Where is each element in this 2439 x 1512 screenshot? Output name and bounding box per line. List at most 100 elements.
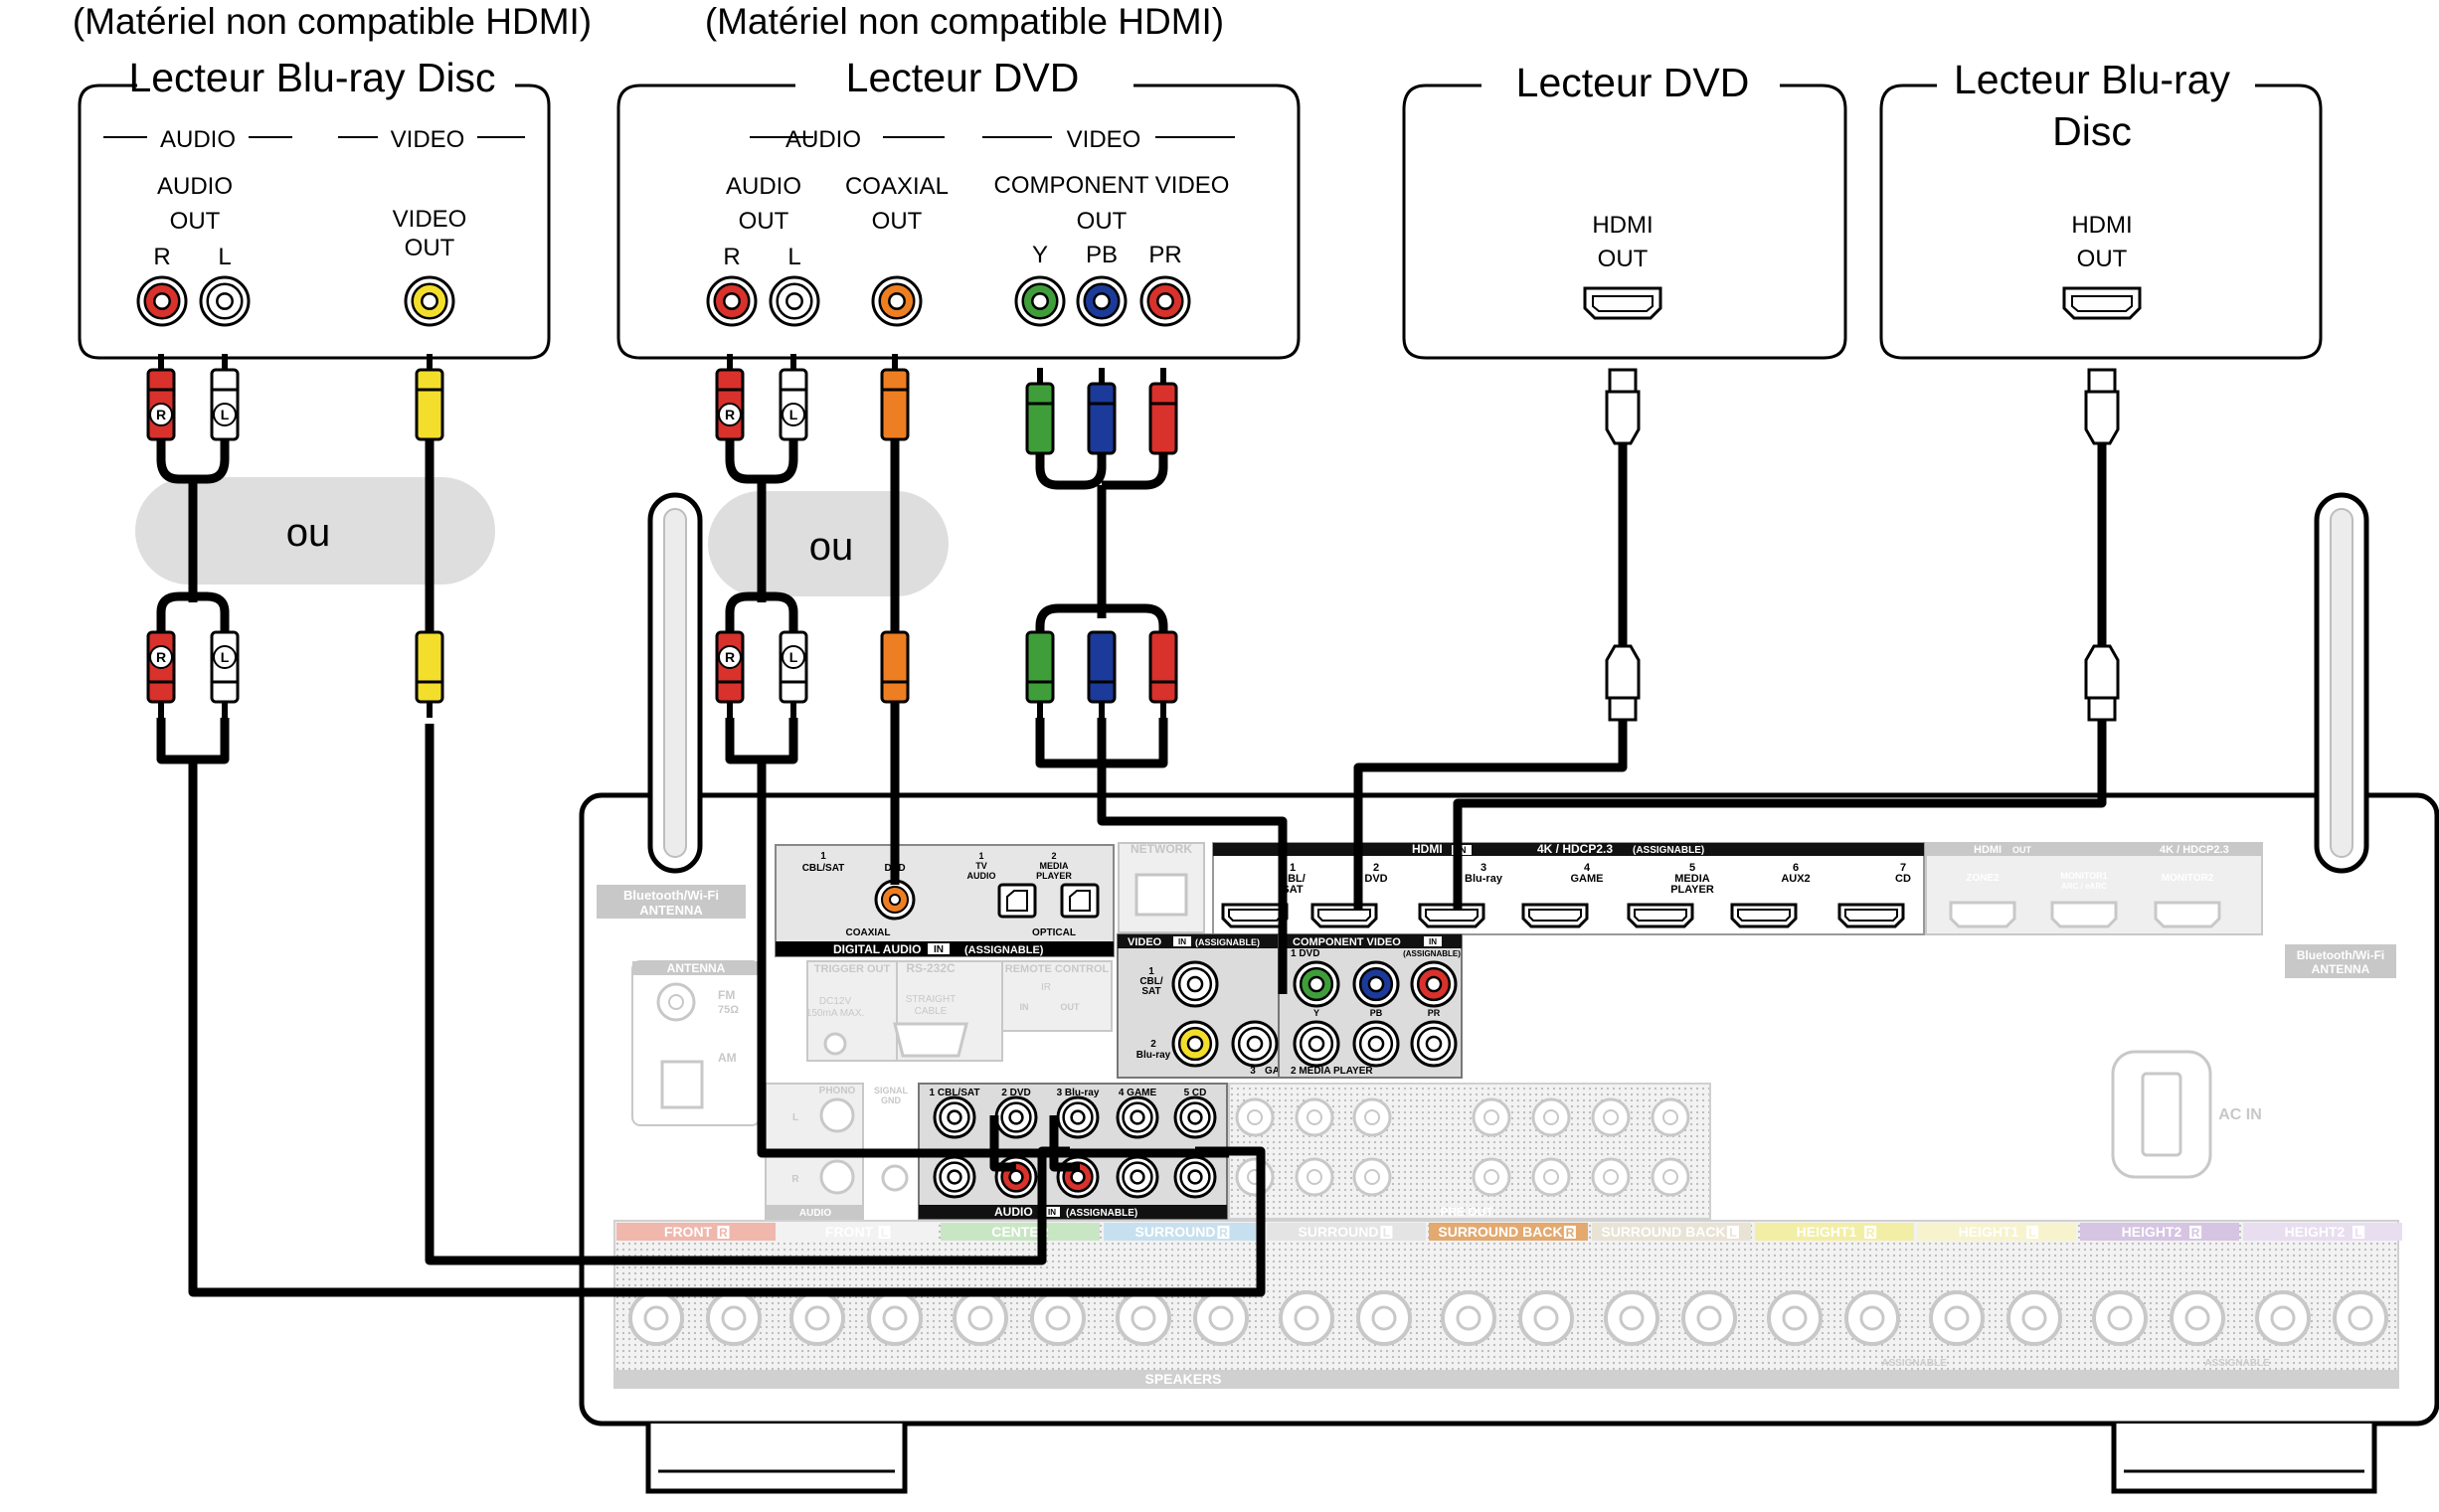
speaker-terminal-icon	[2333, 1290, 2388, 1346]
speaker-side-4: R	[1219, 1226, 1228, 1240]
av-receiver: Bluetooth/Wi-Fi ANTENNA Bluetooth/Wi-Fi …	[579, 492, 2439, 1494]
speaker-terminal-icon	[1441, 1290, 1496, 1346]
hdmi-out-monitor2: MONITOR2	[2162, 873, 2214, 884]
phono-audio-label: AUDIO	[799, 1208, 831, 1219]
dvd-coaxial-1: COAXIAL	[845, 173, 949, 200]
hdmi-port-icon	[1730, 903, 1798, 928]
ac-in-label: AC IN	[2218, 1106, 2262, 1123]
receiver-foot-left	[645, 1424, 908, 1494]
component-in-assignable: (ASSIGNABLE)	[1403, 949, 1461, 958]
dvd1-component-run	[1035, 718, 1288, 994]
bluray-note: (Matériel non compatible HDMI)	[73, 1, 592, 42]
hdmi-port-icon	[1837, 903, 1905, 928]
cables	[156, 412, 2107, 1297]
rca-plug-icon: R	[146, 630, 176, 718]
hdmi-port-icon	[1583, 286, 1662, 320]
rca-jack-icon	[1139, 275, 1191, 327]
or-bubble-2: ou	[708, 491, 949, 596]
speaker-section-label-2: FRONT	[825, 1224, 874, 1240]
rca-jack-icon	[706, 275, 758, 327]
phono-r: R	[791, 1174, 799, 1185]
dvd-component-2: OUT	[1077, 208, 1128, 235]
dvd2-hdmi-cable-run	[1353, 720, 1628, 911]
speaker-section-label-5: SURROUND	[1299, 1224, 1379, 1240]
rca-plug-icon	[1025, 630, 1055, 718]
rs232c-title: RS-232C	[906, 961, 956, 975]
speaker-section-label-3: CENTER	[991, 1224, 1049, 1240]
remote-control-title: REMOTE CONTROL	[1005, 963, 1110, 975]
hdmi-in-title: HDMI	[1412, 842, 1443, 856]
speaker-side-9: L	[2028, 1226, 2035, 1240]
hdmi-in-label-1: SAT	[1282, 884, 1303, 896]
dig-in-1-name: CBL/SAT	[802, 863, 845, 874]
audio-in-label-1: 1 CBL/SAT	[930, 1088, 980, 1098]
rca-plug-icon: L	[779, 354, 808, 441]
dig-in-1-num: 1	[820, 851, 826, 862]
hdmi-out-zone2: ZONE2	[1966, 873, 2000, 884]
dvd-r: R	[723, 244, 740, 270]
video-in-2-num: 2	[1150, 1039, 1156, 1050]
rca-plug-icon	[1087, 368, 1117, 455]
pre-out-jack	[1295, 1097, 1334, 1197]
speaker-terminal-icon	[867, 1290, 923, 1346]
speaker-section-label-7: SURROUND BACK	[1601, 1224, 1725, 1240]
component-1-pr-jack	[1410, 960, 1458, 1008]
hdmi-plug-icon	[2084, 644, 2120, 722]
dig-in-4-name1: MEDIA	[1040, 861, 1070, 871]
dvd-player-hdmi: Lecteur DVD HDMI OUT	[1402, 60, 1847, 360]
rca-plug-icon: R	[715, 630, 745, 718]
hdmi-port-icon	[1221, 903, 1289, 928]
rca-plug-icon: R	[146, 354, 176, 441]
rca-plug-icon: L	[779, 630, 808, 718]
audio-in-label-4: 4 GAME	[1119, 1088, 1157, 1098]
audio-in-l-jack-2	[994, 1095, 1038, 1139]
bd2-hdmi-label2: OUT	[2077, 246, 2128, 272]
coaxial-port-label: COAXIAL	[846, 927, 891, 938]
antenna-fm: FM	[718, 988, 735, 1002]
rca-jack-icon	[871, 275, 923, 327]
dvd-audio-header: AUDIO	[785, 126, 861, 153]
hdmi-plug-icon	[1605, 368, 1641, 445]
hdmi-in-label-7: 7	[1900, 862, 1906, 874]
bluray-audio-out-1: AUDIO	[157, 173, 233, 200]
bd2-hdmi-label1: HDMI	[2071, 212, 2132, 239]
bt-antenna-right-label1: Bluetooth/Wi-Fi	[2297, 948, 2385, 962]
dvd-y: Y	[1032, 242, 1048, 268]
speaker-terminal-icon	[2255, 1290, 2311, 1346]
hdmi-out-monitor1-arc: ARC / eARC	[2061, 882, 2107, 891]
digital-audio-assignable: (ASSIGNABLE)	[964, 944, 1044, 956]
video-in-1-name1: CBL/	[1139, 976, 1163, 987]
hdmi-in-assignable: (ASSIGNABLE)	[1633, 845, 1704, 856]
audio-in-label-3: 3 Blu-ray	[1057, 1088, 1100, 1098]
audio-in-patch	[989, 1115, 1080, 1172]
dvd1-audio-cable-bottom	[725, 591, 798, 636]
bluray-audio-header: AUDIO	[160, 126, 236, 153]
receiver-foot-right	[2111, 1424, 2377, 1494]
speaker-section-label-9: HEIGHT1	[1959, 1224, 2019, 1240]
rca-plug-icon	[1087, 630, 1117, 718]
hdmi-port-icon	[1627, 903, 1694, 928]
hdmi-in-label-5: PLAYER	[1670, 884, 1714, 896]
speaker-terminal-icon	[2006, 1290, 2062, 1346]
trigger-out-spec2: 150mA MAX.	[806, 1008, 864, 1019]
antenna-fm-ohm: 75Ω	[718, 1004, 739, 1016]
hdmi-in-label-4: 4	[1584, 862, 1591, 874]
network-label: NETWORK	[1131, 842, 1192, 856]
svg-text:R: R	[156, 649, 166, 665]
video-in-2-jack	[1171, 1020, 1219, 1068]
svg-text:L: L	[221, 407, 230, 422]
rca-plug-icon	[415, 354, 444, 441]
speaker-terminal-icon	[1356, 1290, 1412, 1346]
bluray-audio-out-2: OUT	[170, 208, 221, 235]
dvd-pb: PB	[1086, 242, 1118, 268]
hdmi-in-label-7: CD	[1895, 873, 1911, 885]
dvd-video-header: VIDEO	[1067, 126, 1141, 153]
ac-inlet-icon	[2141, 1072, 2182, 1157]
speaker-side-7: L	[1729, 1226, 1736, 1240]
antenna-title: ANTENNA	[667, 961, 726, 975]
bluray-l: L	[218, 244, 231, 270]
hdmi-in-label-2: DVD	[1364, 873, 1387, 885]
dvd-note: (Matériel non compatible HDMI)	[705, 1, 1224, 42]
hdmi-in-label-5: 5	[1689, 862, 1695, 874]
